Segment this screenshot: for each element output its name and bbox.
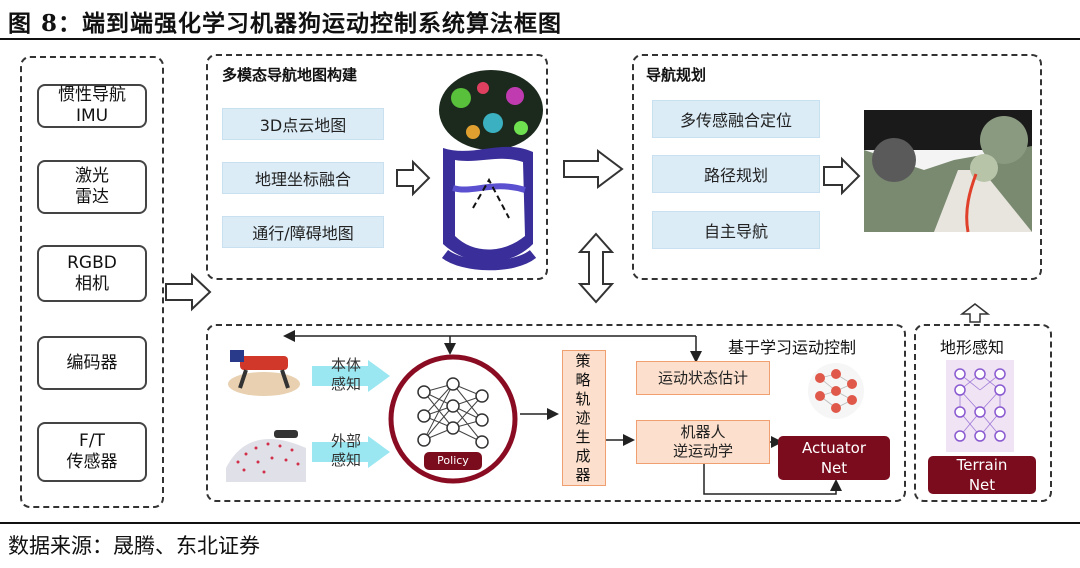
map-panel xyxy=(206,54,548,280)
point-cloud-image xyxy=(864,110,1032,233)
nav-inner-arrow xyxy=(823,156,861,196)
trajectory-generator-box xyxy=(562,350,606,486)
nav-item-localization: 多传感融合定位 xyxy=(652,100,820,138)
trajectory-generator-label: 策略轨迹生成器 xyxy=(575,352,591,484)
control-panel-title: 基于学习运动控制 xyxy=(728,338,857,357)
figure-title: 图 8：端到端强化学习机器狗运动控制系统算法框图 xyxy=(8,10,563,37)
nav-panel-title: 导航规划 xyxy=(646,66,707,84)
navigation-map-image xyxy=(433,68,543,276)
map-panel-title: 多模态导航地图构建 xyxy=(222,66,358,84)
control-panel xyxy=(206,324,906,502)
sensor-imu: 惯性导航 IMU xyxy=(37,84,147,128)
footer-rule xyxy=(0,522,1080,524)
terrain-net-icon xyxy=(946,360,1014,452)
sensor-lidar: 激光 雷达 xyxy=(37,160,147,214)
inverse-kinematics-box: 机器人 逆运动学 xyxy=(636,420,770,464)
map-inner-arrow xyxy=(396,159,431,197)
extero-arrow xyxy=(312,436,390,468)
map-item-geo-fusion: 地理坐标融合 xyxy=(222,162,384,194)
terrain-panel xyxy=(914,324,1052,502)
robot-proprioception-image xyxy=(226,344,302,398)
nav-panel xyxy=(632,54,1042,280)
map-item-traversability: 通行/障碍地图 xyxy=(222,216,384,248)
sensor-ft: F/T 传感器 xyxy=(37,422,147,482)
actuator-net-icon xyxy=(808,363,864,419)
robot-exteroception-image xyxy=(226,418,306,482)
title-rule xyxy=(0,38,1080,40)
terrain-net-box: Terrain Net xyxy=(928,456,1036,494)
sensors-panel xyxy=(20,56,164,508)
nav-item-path-planning: 路径规划 xyxy=(652,155,820,193)
exteroception-label: 外部 感知 xyxy=(330,432,361,469)
data-source: 数据来源：晟腾、东北证券 xyxy=(8,534,260,558)
policy-network xyxy=(388,354,518,484)
proprio-arrow xyxy=(312,360,390,392)
nav-item-autonomous: 自主导航 xyxy=(652,211,820,249)
bidirectional-arrow xyxy=(577,232,615,304)
proprioception-label: 本体 感知 xyxy=(330,356,361,393)
actuator-net-box: Actuator Net xyxy=(778,436,890,480)
state-estimation-box: 运动状态估计 xyxy=(636,361,770,395)
policy-label: Policy xyxy=(437,454,469,467)
map-item-point-cloud: 3D点云地图 xyxy=(222,108,384,140)
terrain-to-nav-arrow xyxy=(959,303,991,323)
terrain-panel-title: 地形感知 xyxy=(940,338,1005,357)
sensors-to-map-arrow xyxy=(165,272,212,312)
sensor-encoder: 编码器 xyxy=(37,336,147,390)
map-to-nav-arrow xyxy=(563,149,624,189)
sensor-rgbd-camera: RGBD 相机 xyxy=(37,245,147,302)
